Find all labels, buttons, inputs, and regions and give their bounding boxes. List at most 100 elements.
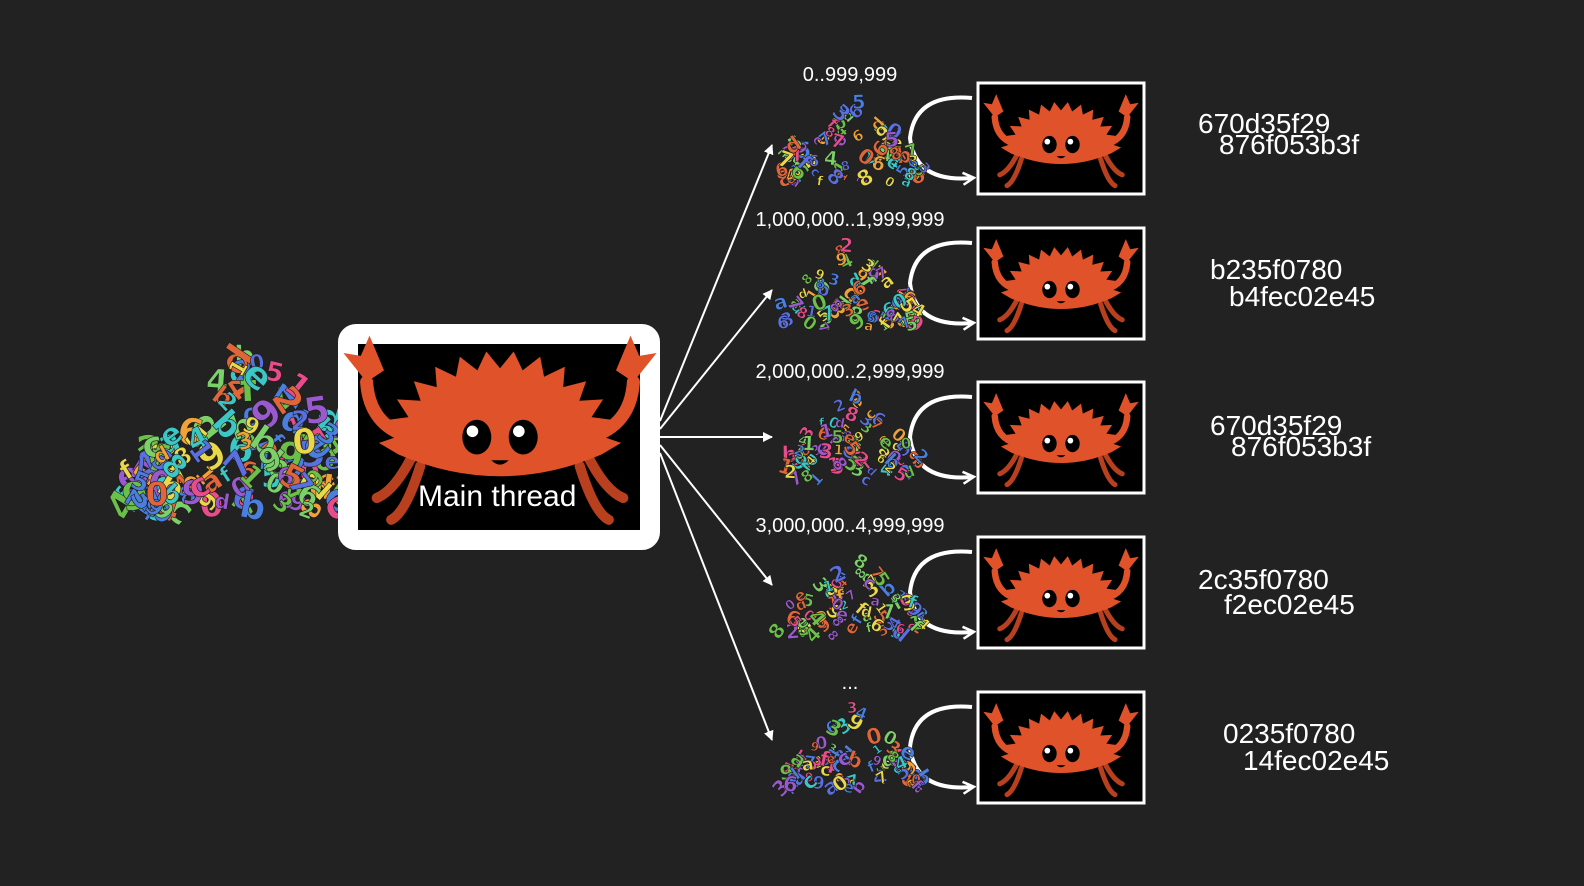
pile-glyph: 2 [858,145,878,171]
pile-glyph: 7 [912,771,931,795]
pile-glyph: d [307,466,336,508]
pile-glyph: 5 [796,139,811,164]
pile-glyph: e [841,777,856,798]
pile-glyph: 7 [828,129,847,154]
pile-glyph: 4 [872,765,888,790]
pile-glyph: d [799,453,811,473]
pile-glyph: f [816,174,824,190]
pile-glyph: c [820,760,831,781]
pile-glyph: 5 [301,387,332,433]
pile-glyph: 6 [276,462,294,491]
pile-glyph: 0 [910,772,922,789]
pile-glyph: c [907,620,916,635]
pile-glyph: 0 [145,474,169,513]
pile-glyph: 6 [866,306,883,329]
pile-glyph: 0 [149,460,175,501]
pile-glyph: 5 [831,428,843,448]
pile-glyph: 1 [804,301,818,322]
pile-glyph: a [869,593,881,610]
fanout-arrow [659,452,774,741]
pile-glyph: 6 [226,426,254,471]
pile-glyph: a [863,319,874,335]
pile-glyph: 4 [823,146,839,170]
pile-glyph: b [904,286,916,302]
pile-glyph: 9 [809,739,821,755]
pile-glyph: b [781,443,797,468]
pile-glyph: 1 [817,418,835,444]
pile-glyph: 2 [783,462,797,484]
pile-glyph: 5 [260,456,284,496]
pile-glyph: 3 [786,448,804,472]
pile-glyph: 4 [205,361,230,400]
worker-hash-line1: 0235f0780 [1223,718,1356,749]
pile-glyph: e [891,132,904,152]
pile-glyph: 4 [879,456,895,481]
pile-glyph: 1 [904,756,918,774]
pile-glyph: 0 [291,422,318,464]
pile-glyph: 0 [146,461,176,507]
pile-glyph: 2 [844,429,853,444]
pile-glyph: 3 [154,446,171,472]
pile-glyph: 3 [908,152,919,170]
worker-crab [983,548,1139,643]
pile-glyph: 6 [891,753,901,768]
pile-glyph: 0 [148,463,170,495]
pile-glyph: 2 [290,406,310,438]
loop-arrow-icon [907,704,972,788]
pile-glyph: 2 [145,470,162,497]
pile-glyph: 1 [833,442,844,459]
pile-glyph: d [795,620,812,642]
loop-arrow-icon [907,549,972,633]
pile-glyph: f [137,478,153,514]
pile-glyph: c [881,755,891,773]
pile-glyph: a [153,422,185,463]
worker-range-label: 1,000,000..1,999,999 [755,209,945,231]
pile-glyph: 5 [889,622,903,643]
pile-glyph: 6 [808,151,819,170]
pile-glyph: 2 [280,448,312,496]
worker-crab [983,94,1139,189]
pile-glyph: 2 [135,427,164,472]
pile-glyph: b [234,340,255,373]
main-thread-crab [343,335,657,525]
pile-glyph: 4 [819,752,839,779]
pile-glyph: d [911,306,923,323]
pile-glyph: 3 [827,270,842,290]
pile-glyph: b [789,761,801,780]
pile-glyph: 9 [779,760,794,784]
worker-hash-line2: f2ec02e45 [1224,589,1355,620]
pile-glyph: 9 [284,485,310,518]
pile-glyph: 6 [894,622,906,639]
worker-range-label: 3,000,000..4,999,999 [755,515,945,537]
worker-hash-line1: b235f0780 [1210,254,1343,285]
pile-glyph: 9 [811,773,826,795]
pile-glyph: 0 [197,484,225,526]
pile-glyph: 9 [835,249,849,270]
worker-hash-line2: 876f053b3f [1231,431,1372,462]
worker-hash-line2: b4fec02e45 [1229,281,1376,312]
pile-glyph: 3 [847,699,858,717]
pile-glyph: 9 [804,770,815,785]
fanout-arrow [659,289,773,430]
pile-glyph: 0 [241,401,262,433]
pile-glyph: 8 [819,752,831,769]
loop-arrow-icon [907,394,972,478]
pile-glyph: 4 [880,146,893,166]
worker-hash-line1: 670d35f29 [1198,108,1331,139]
pile-glyph: d [890,438,904,456]
pile-glyph: e [324,449,340,476]
pile-glyph: 5 [800,590,816,612]
pile-glyph: 9 [119,473,151,521]
pile-glyph: 7 [881,599,896,624]
pile-glyph: b [816,280,829,301]
pile-glyph: d [912,454,924,472]
pile-glyph: 5 [122,478,142,506]
worker-hash-line2: 14fec02e45 [1243,745,1390,776]
worker-crab [983,703,1139,798]
